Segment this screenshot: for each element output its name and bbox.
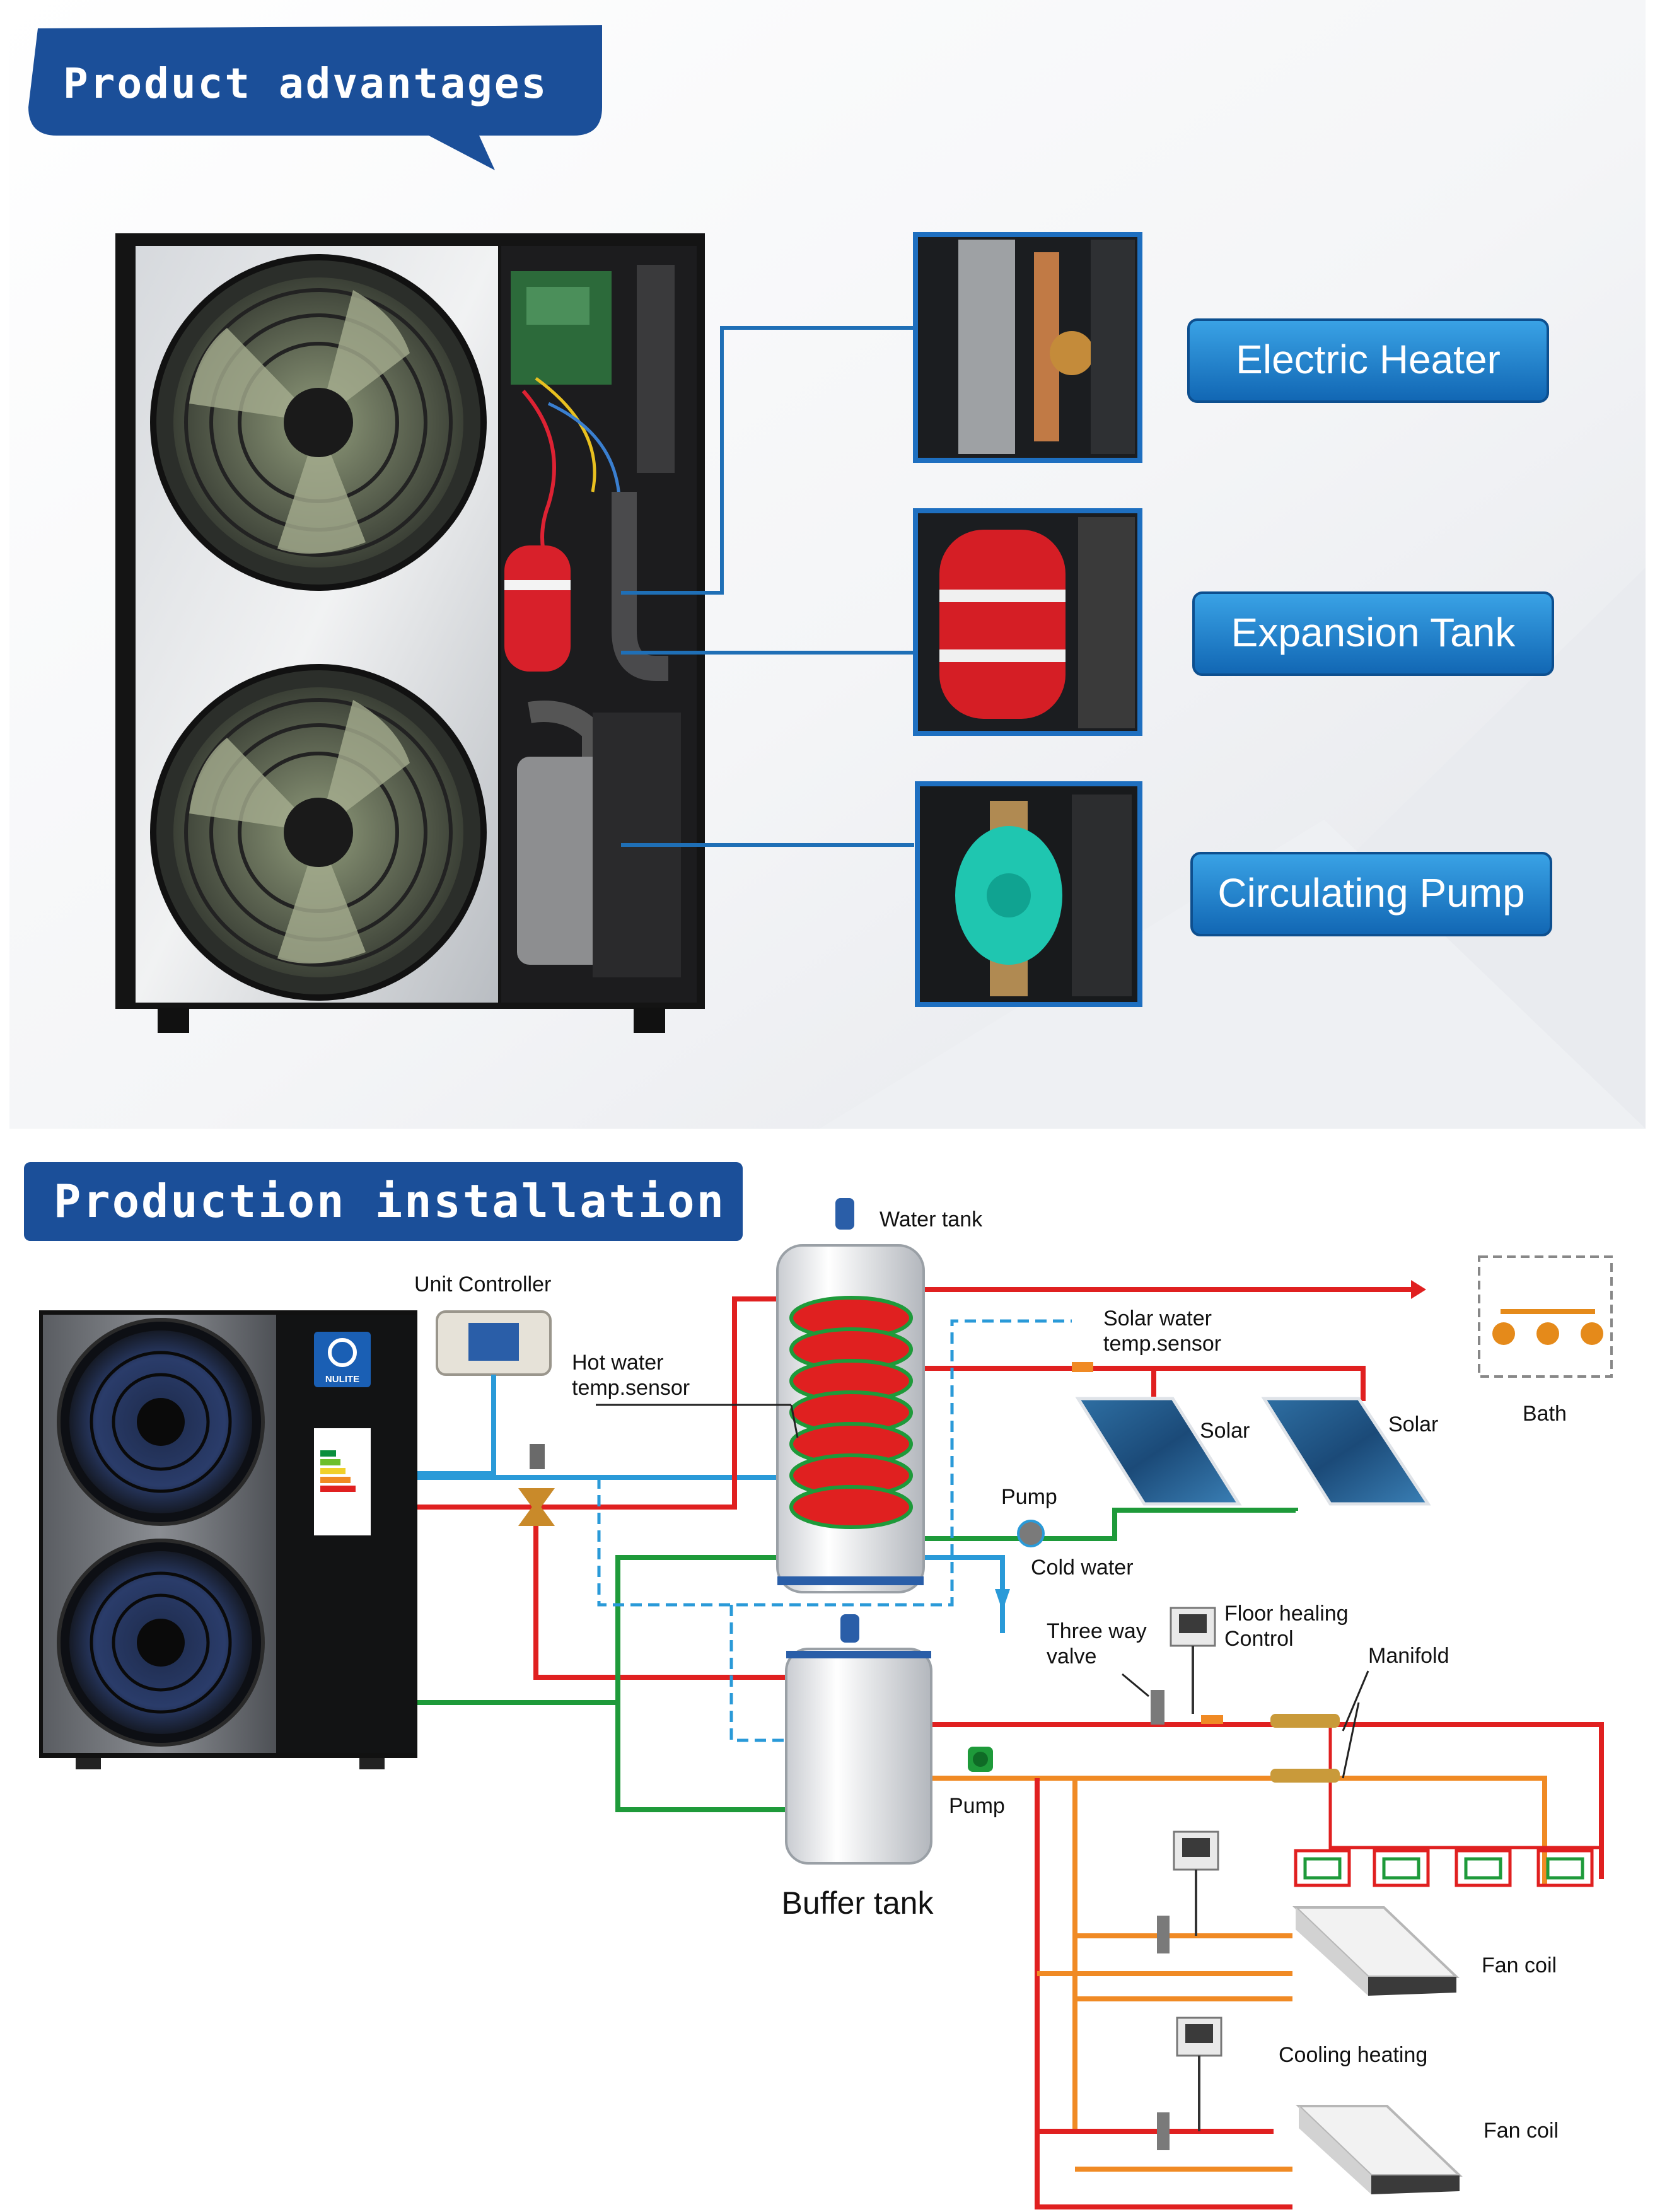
solar-panel-icon bbox=[1261, 1397, 1431, 1506]
controller-icon bbox=[1170, 1607, 1216, 1714]
callout-connectors bbox=[621, 326, 914, 847]
tag-label: Circulating Pump bbox=[1217, 870, 1524, 916]
buffer-tank bbox=[785, 1614, 932, 1865]
floor-heating-coils bbox=[1294, 1725, 1601, 1887]
three-way-valve-icon bbox=[518, 1444, 555, 1526]
leader-manifold bbox=[1342, 1702, 1360, 1779]
label-pump-solar: Pump bbox=[1001, 1485, 1057, 1509]
pump-icon bbox=[1017, 1520, 1045, 1547]
label-manifold: Manifold bbox=[1368, 1644, 1449, 1668]
brand-logo-text: NULITE bbox=[325, 1374, 359, 1385]
label-buffer-tank: Buffer tank bbox=[782, 1885, 934, 1921]
water-tank-coil bbox=[789, 1296, 913, 1529]
tag-label: Expansion Tank bbox=[1231, 610, 1516, 655]
label-hot-water-sensor-line1: Hot water bbox=[572, 1351, 664, 1375]
label-unit-controller: Unit Controller bbox=[414, 1272, 551, 1296]
label-floor-heating-line2: Control bbox=[1224, 1627, 1294, 1651]
fan-coil-icon bbox=[1292, 1906, 1460, 1996]
valve-icon bbox=[1157, 1916, 1170, 2150]
label-three-way-line1: Three way bbox=[1047, 1619, 1147, 1643]
leader-three-way bbox=[1122, 1673, 1149, 1697]
label-hot-water-sensor-line2: temp.sensor bbox=[572, 1376, 690, 1400]
production-installation-title: Production installation bbox=[54, 1175, 726, 1228]
pipe-return bbox=[615, 1703, 788, 1812]
label-bath: Bath bbox=[1523, 1402, 1567, 1426]
bg-facet bbox=[820, 820, 1646, 1129]
pipe-hot bbox=[920, 1366, 1366, 1401]
pipe-hot bbox=[533, 1507, 788, 1680]
label-floor-heating-line1: Floor healing bbox=[1224, 1602, 1349, 1626]
solar-sensor-icon bbox=[1072, 1362, 1093, 1372]
fan-icon bbox=[150, 254, 487, 591]
label-solar-b: Solar bbox=[1388, 1412, 1438, 1436]
detail-photo-pump bbox=[915, 781, 1142, 1007]
label-pump-buffer: Pump bbox=[949, 1794, 1005, 1818]
fan-icon bbox=[150, 664, 487, 1001]
pipe-return bbox=[920, 1508, 1257, 1541]
three-way-valve-icon bbox=[1151, 1690, 1223, 1725]
label-cooling-heating: Cooling heating bbox=[1279, 2043, 1427, 2067]
pipe-return bbox=[1257, 1508, 1298, 1513]
pipe-return bbox=[417, 1555, 782, 1705]
detail-photo-heater bbox=[913, 232, 1142, 463]
heat-pump-outdoor-unit: NULITE bbox=[39, 1310, 417, 1769]
energy-label-icon bbox=[314, 1428, 371, 1535]
cold-water-arrow-icon bbox=[995, 1589, 1010, 1611]
bath-shower-icon bbox=[1478, 1255, 1613, 1378]
fan-coil-icon bbox=[1296, 2105, 1463, 2194]
label-solar-sensor-line2: temp.sensor bbox=[1103, 1332, 1221, 1356]
manifold-icon bbox=[1270, 1714, 1340, 1783]
detail-photo-tank bbox=[913, 508, 1142, 736]
tag-expansion-tank: Expansion Tank bbox=[1192, 591, 1554, 676]
pump-icon bbox=[968, 1747, 993, 1772]
unit-controller-icon bbox=[436, 1310, 552, 1376]
fan-icon bbox=[57, 1539, 265, 1747]
pipe-orange bbox=[1035, 2131, 1292, 2209]
leader-manifold bbox=[1342, 1670, 1369, 1732]
controller-icon bbox=[1176, 2017, 1222, 2131]
label-water-tank: Water tank bbox=[880, 1208, 983, 1231]
label-cold-water: Cold water bbox=[1031, 1556, 1134, 1580]
pipes bbox=[417, 1280, 1604, 2209]
product-advantages-banner: Product advantages bbox=[28, 25, 602, 170]
label-solar-a: Solar bbox=[1200, 1419, 1250, 1443]
production-installation-banner: Production installation bbox=[24, 1162, 743, 1241]
product-advantages-title: Product advantages bbox=[63, 59, 548, 108]
tag-label: Electric Heater bbox=[1236, 337, 1501, 382]
label-fan-coil-b: Fan coil bbox=[1484, 2119, 1559, 2143]
controller-icon bbox=[1173, 1831, 1219, 1936]
pipe-cold bbox=[417, 1375, 496, 1476]
label-three-way-line2: valve bbox=[1047, 1644, 1096, 1668]
label-fan-coil-a: Fan coil bbox=[1482, 1953, 1557, 1977]
brand-logo: NULITE bbox=[314, 1332, 371, 1387]
leader-hot-water-sensor bbox=[790, 1404, 799, 1438]
tag-electric-heater: Electric Heater bbox=[1187, 318, 1549, 403]
label-solar-sensor-line1: Solar water bbox=[1103, 1307, 1212, 1330]
heat-pump-unit-open bbox=[115, 233, 705, 1033]
pipe-hot bbox=[417, 1296, 782, 1510]
solar-panel-icon bbox=[1075, 1397, 1242, 1506]
fan-icon bbox=[57, 1318, 265, 1526]
tag-circulating-pump: Circulating Pump bbox=[1190, 852, 1552, 936]
sensor-lines bbox=[597, 1319, 1072, 1742]
